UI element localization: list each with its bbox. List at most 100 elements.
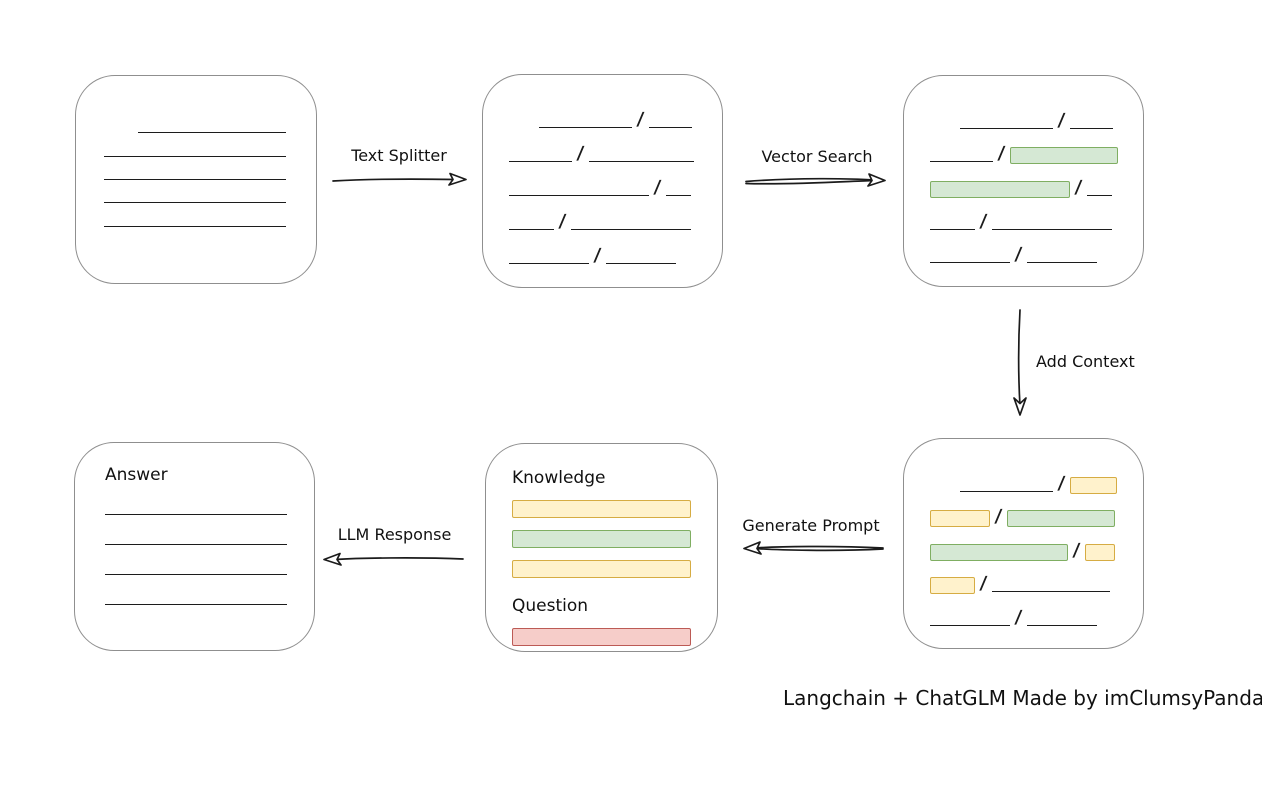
add-context-arrow-icon	[1013, 309, 1027, 416]
llm-response-label: LLM Response	[337, 525, 452, 544]
slash-separator: /	[978, 573, 988, 594]
slash-separator: /	[652, 177, 662, 198]
answer-text-line	[105, 604, 287, 605]
knowledge-bar-green	[512, 530, 691, 548]
chunk-row: /	[930, 201, 1119, 232]
chunk-line	[509, 161, 572, 162]
chunks-box: / / / / /	[482, 74, 723, 288]
document-text-line	[104, 155, 286, 157]
question-bar-red	[512, 628, 691, 646]
chunk-line	[605, 263, 676, 264]
slash-separator: /	[996, 143, 1006, 165]
chunk-highlight-green	[930, 543, 1068, 561]
chunk-highlight-yellow	[1084, 543, 1115, 561]
chunk-row: /	[509, 235, 698, 266]
chunk-line	[509, 229, 554, 230]
knowledge-bar-yellow	[512, 500, 691, 518]
slash-separator: /	[592, 245, 602, 266]
slash-separator: /	[993, 506, 1003, 527]
chunk-line	[539, 127, 632, 128]
chunk-row: /	[509, 167, 698, 198]
chunk-highlight-green	[1009, 147, 1118, 165]
source-document-box	[75, 75, 317, 284]
chunk-line	[1026, 262, 1097, 264]
chunk-highlight-yellow	[930, 577, 975, 594]
vector-search-label: Vector Search	[761, 147, 873, 166]
answer-text-line	[105, 514, 287, 515]
question-bars	[512, 628, 691, 646]
chunk-line	[509, 263, 589, 264]
retrieved-chunks-box: / / / / /	[903, 75, 1144, 287]
chunk-highlight-green	[930, 180, 1070, 198]
slash-separator: /	[1073, 176, 1083, 198]
context-chunks-box: / / / / /	[903, 438, 1144, 649]
answer-box-content: Answer	[75, 443, 314, 627]
chunk-line	[509, 195, 649, 196]
chunk-line	[930, 624, 1010, 626]
answer-box: Answer	[74, 442, 315, 651]
text-splitter-arrow-icon	[332, 172, 467, 186]
vector-search-arrow-icon	[745, 173, 886, 187]
chunk-line	[960, 490, 1053, 492]
retrieved-chunks-rows: / / / / /	[904, 76, 1143, 286]
chunk-line	[930, 262, 1010, 264]
slash-separator: /	[557, 211, 567, 232]
chunk-row: /	[509, 99, 698, 130]
chunk-line	[1086, 194, 1112, 196]
chunk-row: /	[930, 463, 1119, 494]
knowledge-bars	[512, 500, 691, 578]
chunk-highlight-green	[1006, 510, 1115, 527]
answer-lines	[105, 514, 287, 605]
chunk-line	[588, 161, 694, 162]
document-text-line	[104, 225, 286, 227]
chunk-row: /	[930, 563, 1119, 594]
chunk-row: /	[509, 133, 698, 164]
chunk-line	[648, 127, 692, 128]
chunk-line	[991, 591, 1110, 592]
chunk-line	[570, 229, 691, 230]
document-text-line	[138, 132, 286, 134]
chunk-row: /	[930, 597, 1119, 628]
chunk-row: /	[930, 100, 1119, 131]
chunks-rows: / / / / /	[483, 75, 722, 287]
text-splitter-label: Text Splitter	[351, 146, 447, 165]
chunk-row: /	[509, 201, 698, 232]
answer-title: Answer	[105, 465, 168, 485]
question-title: Question	[512, 596, 589, 616]
chunk-row: /	[930, 133, 1119, 165]
knowledge-bar-yellow	[512, 560, 691, 578]
chunk-line	[1069, 127, 1113, 129]
attribution-text: Langchain + ChatGLM Made by imClumsyPand…	[783, 686, 1262, 710]
knowledge-title: Knowledge	[512, 468, 606, 488]
add-context-label: Add Context	[1036, 352, 1135, 371]
context-chunks-rows: / / / / /	[904, 439, 1143, 648]
answer-text-line	[105, 574, 287, 575]
document-text-line	[104, 202, 286, 204]
document-text-line	[104, 178, 286, 180]
prompt-box-content: Knowledge Question	[486, 444, 717, 668]
chunk-row: /	[930, 496, 1119, 527]
chunk-row: /	[930, 167, 1119, 198]
chunk-line	[1026, 624, 1097, 626]
generate-prompt-label: Generate Prompt	[742, 516, 880, 535]
chunk-line	[930, 228, 975, 230]
slash-separator: /	[1013, 244, 1023, 266]
slash-separator: /	[1071, 539, 1081, 561]
llm-response-arrow-icon	[323, 552, 464, 566]
slash-separator: /	[1056, 472, 1066, 494]
slash-separator: /	[575, 143, 585, 164]
slash-separator: /	[978, 210, 988, 232]
prompt-box: Knowledge Question	[485, 443, 718, 652]
chunk-row: /	[930, 234, 1119, 266]
slash-separator: /	[1013, 606, 1023, 628]
chunk-line	[930, 161, 993, 163]
generate-prompt-arrow-icon	[743, 541, 884, 555]
chunk-row: /	[930, 530, 1119, 561]
slash-separator: /	[1056, 109, 1066, 131]
source-document-lines	[76, 76, 316, 283]
chunk-line	[960, 127, 1053, 129]
chunk-highlight-yellow	[930, 510, 990, 527]
slash-separator: /	[635, 109, 645, 130]
chunk-line	[991, 228, 1112, 230]
